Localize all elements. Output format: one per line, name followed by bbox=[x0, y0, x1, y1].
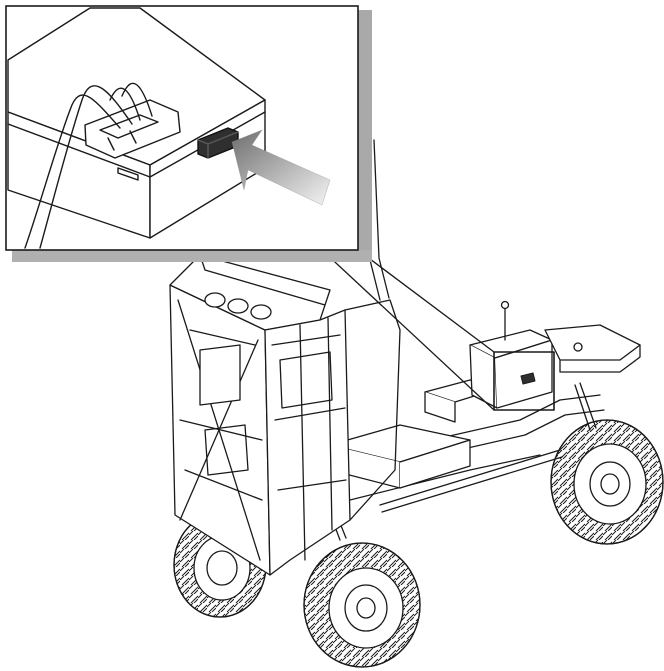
wheel-rear-right bbox=[303, 542, 421, 668]
wheel-front-right bbox=[550, 419, 664, 545]
pointer-arrow bbox=[231, 129, 331, 206]
callout-leader-lines bbox=[321, 249, 495, 411]
chassis bbox=[299, 300, 641, 541]
vehicle-rc-crawler bbox=[169, 139, 664, 668]
roll-cage bbox=[169, 139, 401, 576]
esc-box-closeup bbox=[7, 7, 266, 249]
zoom-target-box bbox=[493, 351, 555, 411]
connector-small bbox=[520, 372, 536, 385]
inset-panel bbox=[5, 5, 372, 262]
